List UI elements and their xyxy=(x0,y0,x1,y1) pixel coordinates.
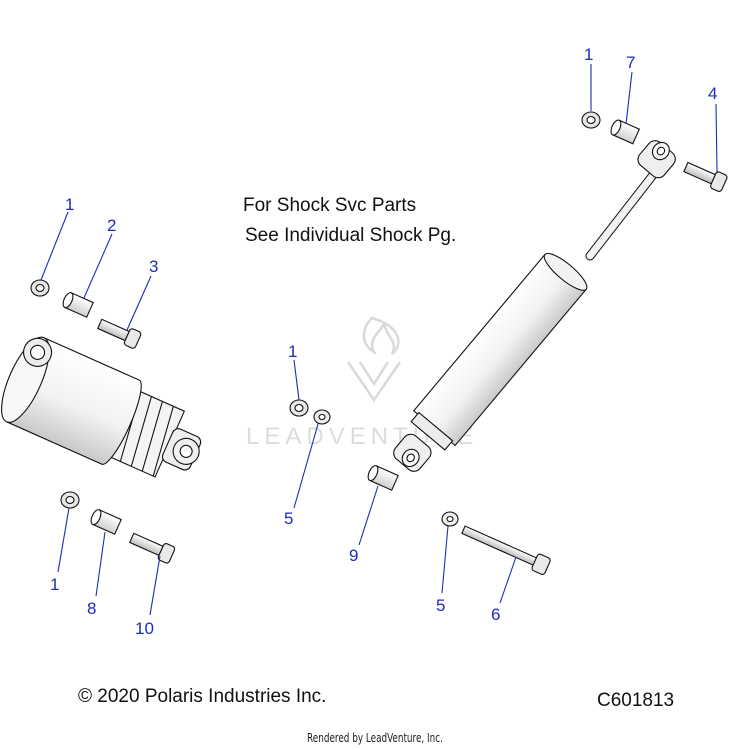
service-note-line-2: See Individual Shock Pg. xyxy=(245,225,457,246)
callout-1-center: 1 xyxy=(288,342,297,361)
left-lower-sleeve-8 xyxy=(90,509,122,535)
rendered-by-text: Rendered by LeadVenture, Inc. xyxy=(307,731,443,745)
callout-1-left-upper: 1 xyxy=(65,195,74,214)
callout-6: 6 xyxy=(491,605,500,624)
callout-5-center: 5 xyxy=(284,509,293,528)
callout-9: 9 xyxy=(349,546,358,565)
long-bolt-6 xyxy=(461,525,551,575)
left-lower-bushing-1 xyxy=(60,491,80,509)
callout-10: 10 xyxy=(135,619,154,638)
left-upper-sleeve-2 xyxy=(62,292,94,318)
lower-washer-5 xyxy=(441,511,459,527)
right-top-sleeve-7 xyxy=(610,119,641,145)
callout-5-lower: 5 xyxy=(436,596,445,615)
copyright-text: © 2020 Polaris Industries Inc. xyxy=(78,686,327,707)
center-bushing-1 xyxy=(289,399,309,417)
left-upper-bushing-1 xyxy=(30,279,50,297)
callout-2: 2 xyxy=(107,216,116,235)
left-upper-bolt-3 xyxy=(96,318,142,349)
left-lower-bolt-10 xyxy=(128,532,176,564)
callout-1-left-lower: 1 xyxy=(50,575,59,594)
service-note-line-1: For Shock Svc Parts xyxy=(243,195,417,216)
callout-7: 7 xyxy=(626,53,635,72)
callout-8: 8 xyxy=(87,599,96,618)
callout-1-right-top: 1 xyxy=(584,45,593,64)
center-washer-5 xyxy=(313,409,331,425)
leader-lines xyxy=(40,64,718,616)
callout-4: 4 xyxy=(708,84,717,103)
callout-numbers: 1 2 3 1 8 10 1 5 9 5 6 1 7 4 xyxy=(50,45,717,638)
drawing-code: C601813 xyxy=(597,690,675,711)
callout-3: 3 xyxy=(149,257,158,276)
left-shock-assembly xyxy=(1,336,202,478)
center-sleeve-9 xyxy=(367,465,399,491)
right-top-bolt-4 xyxy=(683,161,728,192)
right-top-bushing-1 xyxy=(581,111,601,129)
right-shock xyxy=(393,140,676,472)
